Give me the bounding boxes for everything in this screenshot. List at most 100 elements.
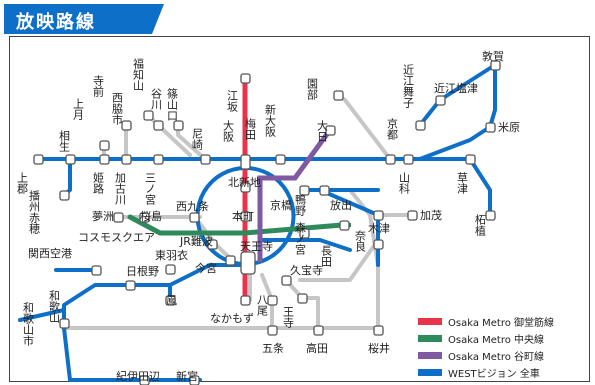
- station-marker-esaka: [240, 73, 251, 84]
- label-kitashinchi: 北新地: [228, 175, 261, 189]
- title-banner-background: [4, 4, 164, 34]
- legend: Osaka Metro 御堂筋線 Osaka Metro 中央線 Osaka M…: [418, 316, 554, 380]
- station-marker-hanaten: [319, 185, 330, 196]
- label-sakurai: 桜井: [368, 341, 390, 355]
- label-shingu: 新宮: [176, 369, 198, 383]
- station-markers: [33, 60, 501, 385]
- station-marker-jr-namba: [207, 239, 218, 250]
- line-oji: [284, 278, 320, 332]
- station-marker-kitashinchi: [240, 182, 251, 193]
- station-marker-yamashina: [403, 154, 414, 165]
- line-sonobe: [336, 93, 392, 161]
- station-marker-higashi-hagoromo: [165, 264, 176, 275]
- legend-swatch-tanimachi: [418, 352, 442, 359]
- station-marker-hineno: [125, 280, 136, 291]
- station-marker-teramae: [99, 140, 110, 151]
- label-osaka: 大阪: [222, 119, 235, 143]
- line-wakayama-south: [62, 326, 202, 382]
- station-marker-kizu: [373, 210, 384, 221]
- station-marker-kakogawa: [121, 154, 132, 165]
- label-otori: 鳳: [166, 294, 177, 307]
- label-fukuchiyama: 福知山: [132, 57, 145, 91]
- legend-label-tanimachi: Osaka Metro 谷町線: [448, 350, 544, 363]
- label-kyoto: 京都: [386, 117, 399, 140]
- label-nishiwaki: 西脇市: [111, 92, 124, 126]
- label-amagasaki: 尼崎: [191, 128, 204, 150]
- label-wakayama: 和歌山: [48, 290, 61, 323]
- label-kisei-futami: 紀伊田辺: [116, 370, 160, 383]
- label-kyuhoji: 久宝寺: [290, 263, 323, 277]
- station-marker-kusatsu: [465, 154, 476, 165]
- label-nakamozu: なかもず: [210, 312, 254, 325]
- station-marker-kansai-airport: [91, 265, 102, 276]
- station-marker-sakurajima: [139, 212, 150, 223]
- station-marker-takada: [313, 325, 324, 336]
- label-sannomiya: 三ノ宮: [144, 172, 157, 206]
- label-harima-ako: 播州赤穂: [28, 189, 41, 235]
- label-kakogawa: 加古川: [114, 172, 127, 205]
- station-marker-aioi: [65, 154, 76, 165]
- station-marker-nishikujo: [189, 212, 200, 223]
- line-chuo: [127, 214, 345, 236]
- label-wakayamashi: 和歌山市: [22, 302, 35, 347]
- legend-swatch-chuo: [418, 335, 442, 342]
- label-himeji: 姫路: [92, 171, 105, 195]
- legend-swatch-west-vision: [418, 369, 442, 376]
- label-sakurajima: 桜島: [140, 209, 162, 223]
- label-imamiya: 今宮: [195, 261, 217, 275]
- station-marker-amagasaki: [200, 154, 211, 165]
- label-shin-osaka: 新大阪: [264, 103, 277, 138]
- label-tsuruga: 敦賀: [482, 49, 504, 63]
- station-marker-morinomiya: [299, 228, 310, 239]
- station-marker-sakurai: [373, 325, 384, 336]
- legend-label-chuo: Osaka Metro 中央線: [448, 333, 544, 346]
- station-marker-oji: [297, 293, 308, 304]
- station-marker-maibara: [485, 122, 496, 133]
- label-nagata: 長田: [320, 245, 333, 267]
- label-kintetsu-maiko: 近江舞子: [402, 64, 415, 108]
- line-kusatsu: [418, 157, 492, 217]
- label-aioi: 相生: [58, 130, 71, 152]
- station-marker-osaka: [240, 154, 251, 170]
- label-nara: 奈良: [354, 229, 367, 253]
- line-kizu-nara: [298, 238, 380, 282]
- station-marker-nakamozu: [240, 295, 251, 306]
- label-esaka: 江坂: [226, 90, 239, 113]
- station-marker-shingu: [189, 375, 200, 385]
- station-marker-kisei-futami: [139, 375, 150, 385]
- label-gojo: 五条: [262, 341, 284, 355]
- station-marker-honmachi: [240, 211, 251, 222]
- label-yumesaki: 夢洲: [92, 210, 114, 223]
- station-marker-kintetsu-maiko: [415, 120, 426, 131]
- label-tennoji: 天王寺: [240, 240, 273, 253]
- label-kamizuki: 上月: [72, 98, 85, 120]
- legend-label-west-vision: WESTビジョン 全車: [448, 367, 540, 380]
- station-marker-kamo: [407, 210, 418, 221]
- station-marker-imamiya: [225, 255, 236, 266]
- label-jr-namba: JR難波: [179, 235, 213, 248]
- label-daito: 大日: [316, 119, 329, 142]
- station-marker-nara: [373, 239, 384, 250]
- label-kyobashi: 京橋: [270, 198, 292, 212]
- station-marker-kyobashi: [299, 185, 310, 196]
- label-kamigori: 上郡: [16, 172, 29, 195]
- label-oji: 王寺: [282, 306, 295, 328]
- label-higashi-hagoromo: 東羽衣: [155, 248, 188, 262]
- label-omi-shiotsu-text: 近江塩津: [434, 81, 478, 95]
- title-banner: 放映路線: [4, 4, 164, 34]
- label-omi-shiotsu: 近江塩津: [434, 81, 478, 95]
- station-marker-kyuhoji: [281, 275, 292, 286]
- page-title: 放映路線: [16, 12, 96, 33]
- station-marker-yao: [267, 295, 278, 306]
- label-maibara: 米原: [498, 121, 520, 134]
- label-sasayamaguchi: 篠山口: [166, 87, 179, 121]
- station-marker-tsuge: [485, 210, 496, 221]
- station-marker-sannomiya: [153, 154, 164, 165]
- label-takada: 高田: [306, 341, 328, 355]
- label-kamo: 加茂: [420, 208, 442, 222]
- label-honmachi: 本町: [232, 209, 254, 223]
- label-tsurumi: 鴨野: [294, 193, 307, 216]
- label-sonobe: 園部: [306, 78, 319, 100]
- label-kizu: 木津: [368, 222, 390, 235]
